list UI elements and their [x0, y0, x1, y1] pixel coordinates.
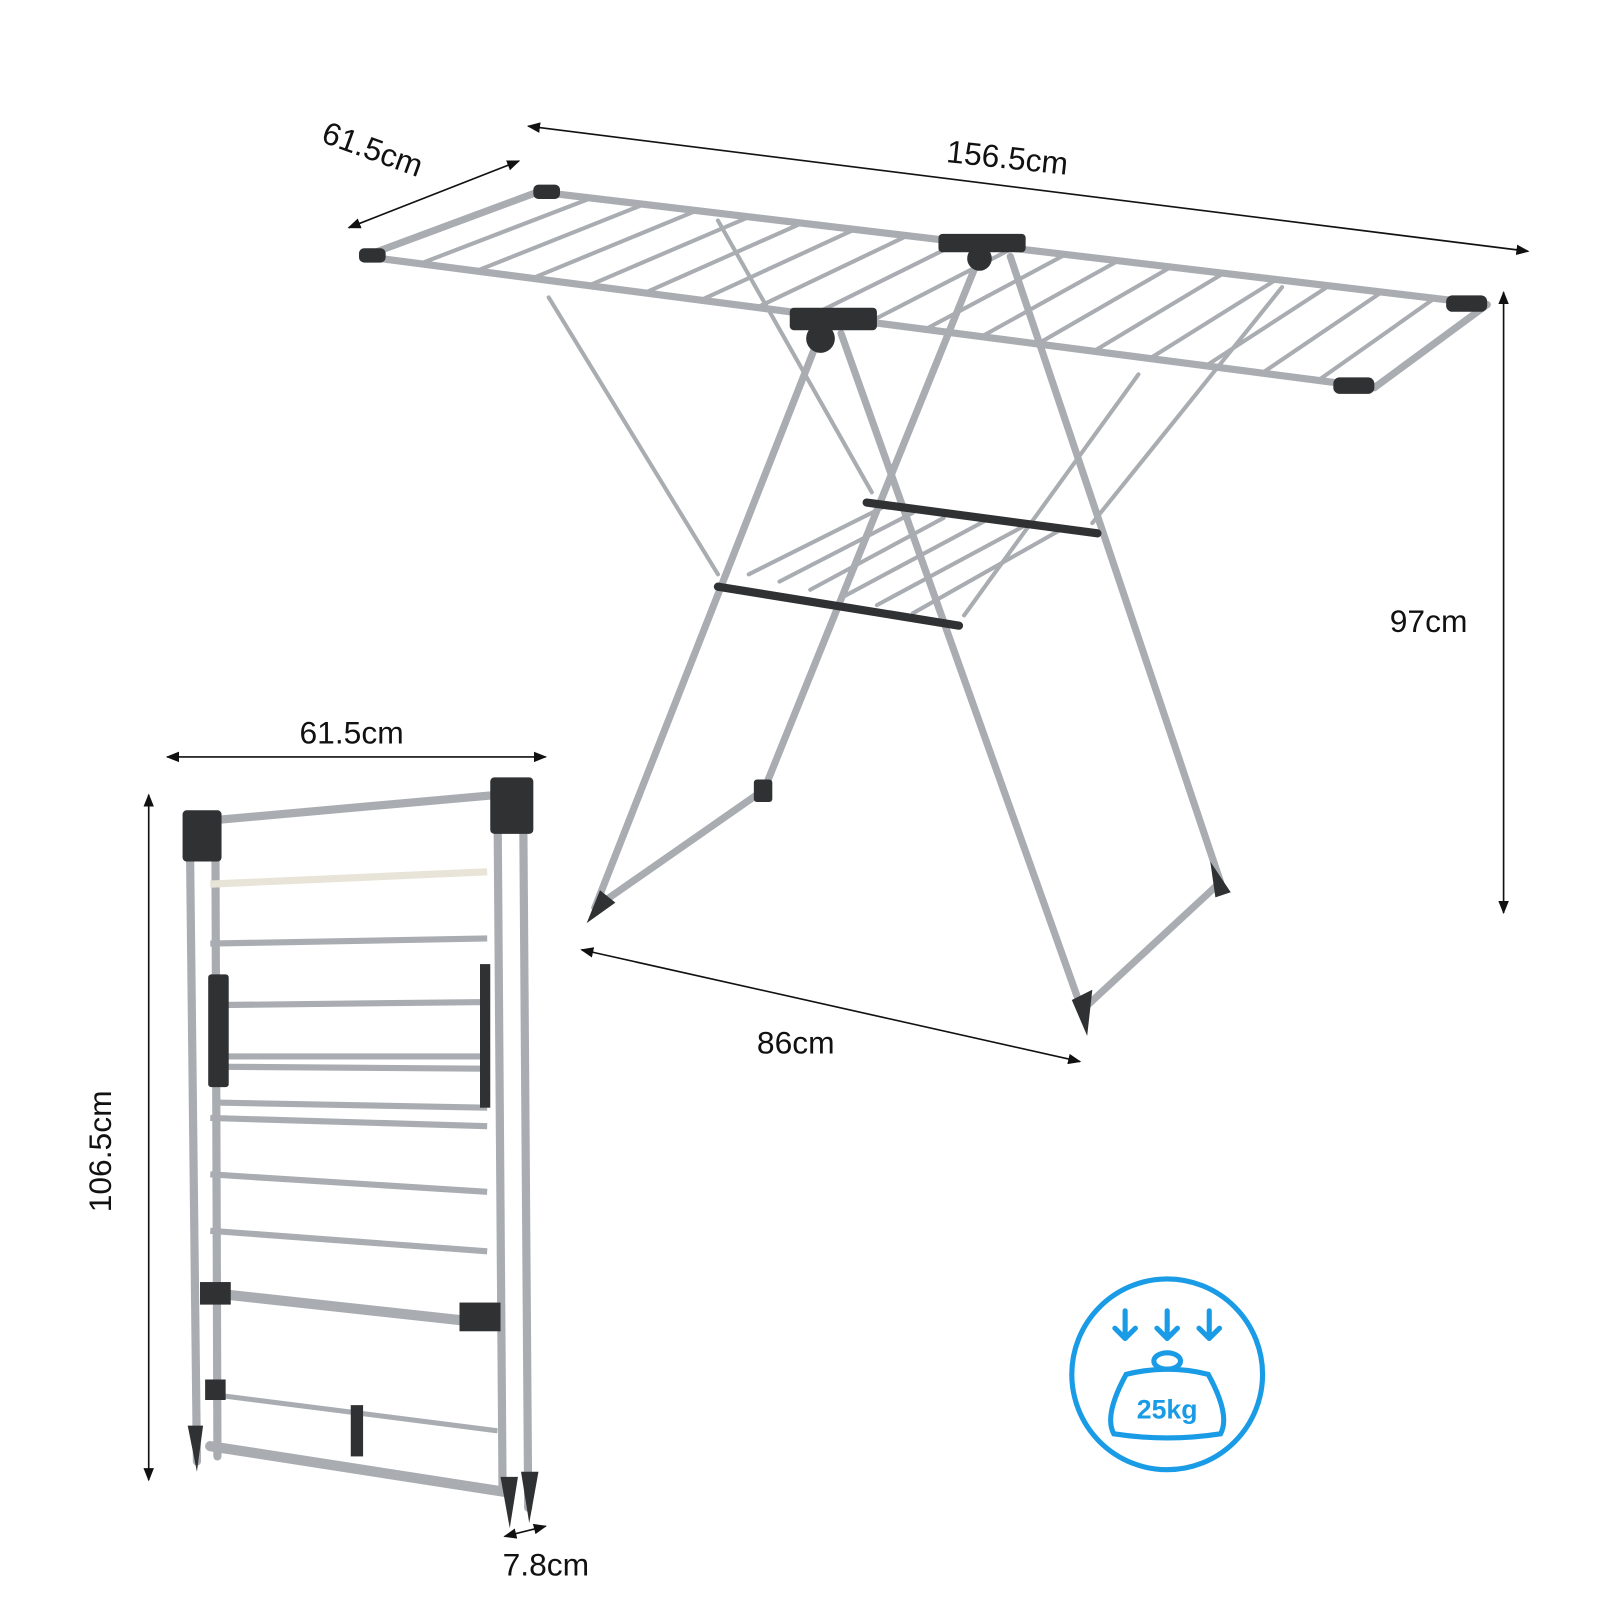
- rack-rung: [530, 208, 699, 281]
- weight-capacity-label: 25kg: [1137, 1394, 1198, 1424]
- rack-rung: [1035, 264, 1173, 346]
- rack-rung: [1091, 271, 1226, 354]
- open-length-label: 156.5cm: [945, 133, 1070, 182]
- rack-rung: [698, 227, 857, 303]
- rack-rung: [1260, 290, 1384, 376]
- base-dimension-line: [580, 947, 1082, 1065]
- rack-rung: [754, 233, 910, 310]
- weight-capacity-badge: 25kg: [1069, 1276, 1266, 1473]
- folded-thickness-label: 7.8cm: [503, 1546, 590, 1582]
- folded-drying-rack-illustration: [182, 777, 539, 1529]
- depth-dimension-line: [347, 160, 521, 229]
- rack-rung: [1316, 296, 1437, 383]
- folded-width-label: 61.5cm: [299, 715, 403, 751]
- rack-rung: [642, 221, 805, 295]
- open-height-label: 97cm: [1390, 603, 1468, 639]
- rack-rung: [418, 196, 594, 266]
- weight-icon: [1108, 1350, 1227, 1441]
- length-dimension-line: [526, 122, 1530, 256]
- rack-rung: [811, 239, 963, 317]
- rack-rung: [1203, 283, 1332, 368]
- rack-rung: [979, 258, 1121, 339]
- rack-rung: [923, 252, 1068, 332]
- rack-rung: [1147, 277, 1279, 361]
- dimension-lines: [143, 122, 1530, 1539]
- folded-height-label: 106.5cm: [82, 1090, 118, 1212]
- open-drying-rack-illustration: [358, 184, 1491, 1036]
- down-arrows-icon: [1112, 1308, 1223, 1342]
- rack-rung: [474, 202, 646, 274]
- folded-thickness-dimension-line: [503, 1523, 547, 1539]
- rack-rung: [586, 214, 752, 288]
- open-base-label: 86cm: [757, 1024, 835, 1060]
- open-depth-label: 61.5cm: [318, 114, 428, 183]
